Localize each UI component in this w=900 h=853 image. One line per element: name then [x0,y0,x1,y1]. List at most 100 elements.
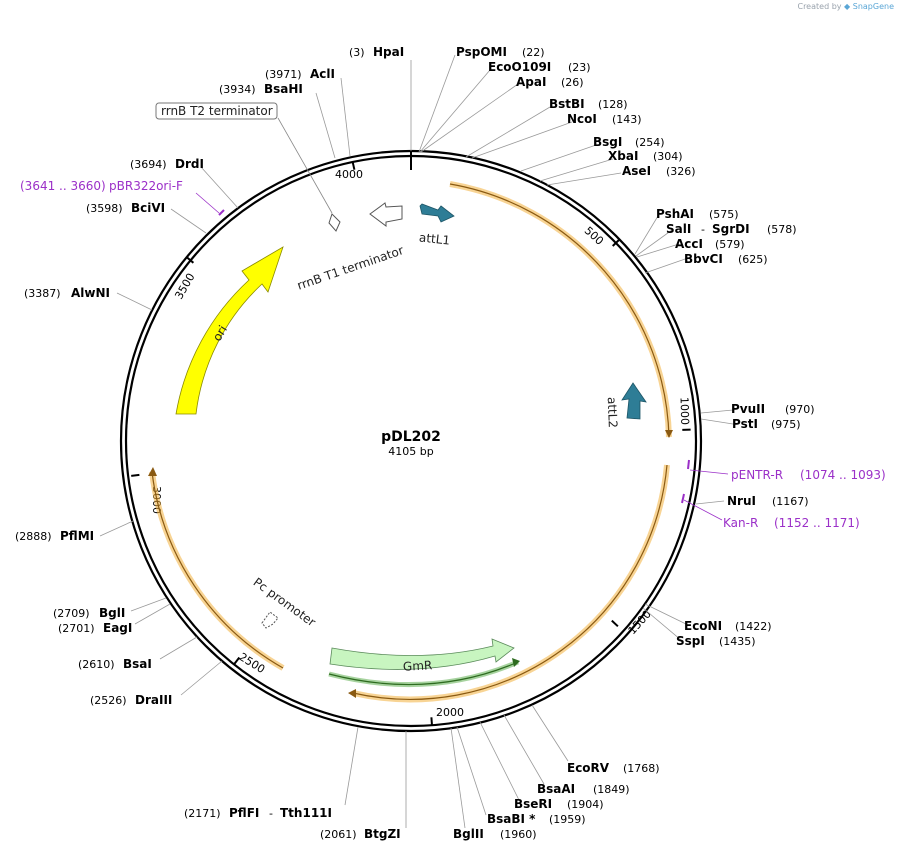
pspomi-name: PspOMI [456,45,507,59]
btgzi-pos: (2061) [320,828,357,841]
tick-label-3500: 3500 [172,271,197,302]
snapgene-logo-icon: ◆ [844,2,851,11]
alwni-name: AlwNI [71,286,110,300]
hpai-name: HpaI [373,45,404,59]
bseri-name: BseRI [514,797,552,811]
bseri-pos: (1904) [567,798,604,811]
bgli-name: BglI [99,606,125,620]
pentr-range: (1074 .. 1093) [800,468,886,482]
rrnb-t2-label: rrnB T2 terminator [161,104,273,118]
apai-name: ApaI [516,75,546,89]
bsabi-pos: (1959) [549,813,586,826]
bstbi-name: BstBI [549,97,585,111]
drdi-name: DrdI [175,157,204,171]
sgrdi-pos: (578) [767,223,797,236]
tth111i-name: Tth111I [280,806,332,820]
hpai-pos: (3) [349,46,365,59]
psti-name: PstI [732,417,758,431]
alwni-pos: (3387) [24,287,61,300]
kan-name: Kan-R [723,516,758,530]
bsai-name: BsaI [123,657,152,671]
rrnb-t2-leader [277,117,333,214]
pflfi-pos: (2171) [184,807,221,820]
sali-name: SalI [666,222,691,236]
asei-pos: (326) [666,165,696,178]
primer-pbr322-leader [195,192,220,214]
bbvci-name: BbvCI [684,252,723,266]
attl2-label: attL2 [605,397,620,429]
drai-pos: (2526) [90,694,127,707]
xbai-name: XbaI [608,149,638,163]
bcivi-pos: (3598) [86,202,123,215]
acli-pos: (3971) [265,68,302,81]
gmr-label: GmR [403,658,433,674]
bsgi-pos: (254) [635,136,665,149]
bsai-pos: (2610) [78,658,115,671]
asei-name: AseI [622,164,651,178]
ecorv-name: EcoRV [567,761,610,775]
pflfi-name: PflFI [229,806,259,820]
pvuii-name: PvuII [731,402,765,416]
tick-label-1000: 1000 [677,397,691,425]
bglii-pos: (1960) [500,828,537,841]
orf-arrowhead-left [148,467,157,476]
pflmi-pos: (2888) [15,530,52,543]
snapgene-credit: Created by ◆ SnapGene [797,2,894,11]
acci-pos: (579) [715,238,745,251]
tick-label-1500: 1500 [626,608,654,638]
credit-prefix: Created by [797,2,842,11]
enzyme-leaders [99,54,734,829]
bsahi-pos: (3934) [219,83,256,96]
nrui-pos: (1167) [772,495,809,508]
rrnb-t2-box [155,102,278,120]
primer-kan-tick [681,493,685,504]
bgli-pos: (2709) [53,607,90,620]
tick-label-500: 500 [582,224,606,248]
orf-arrowhead-bottom [348,689,356,698]
sspi-pos: (1435) [719,635,756,648]
orf-arrowhead-top [665,430,673,438]
tick-label-2000: 2000 [436,706,464,719]
attl2-feature [621,382,647,420]
primer-pentr-tick [687,459,690,470]
primer-kan-leader [683,499,723,521]
pspomi-pos: (22) [522,46,545,59]
bsahi-name: BsaHI [264,82,303,96]
psti-pos: (975) [771,418,801,431]
plasmid-length: 4105 bp [388,445,433,458]
rrnb-t2-feature [328,213,341,232]
pentr-name: pENTR-R [731,468,783,482]
bbvci-pos: (625) [738,253,768,266]
primer-pbr322-tick [218,209,225,216]
econi-pos: (1422) [735,620,772,633]
primer-pentr-leader [689,469,729,475]
sali-sep: - [701,223,705,236]
pbr322-name: pBR322ori-F [109,179,183,193]
bsgi-name: BsgI [593,135,622,149]
ncoi-pos: (143) [612,113,642,126]
kan-range: (1152 .. 1171) [774,516,860,530]
tick-marks [131,151,691,726]
bglii-name: BglII [453,827,484,841]
eagi-pos: (2701) [58,622,95,635]
drai-name: DraIII [135,693,172,707]
btgzi-name: BtgZI [364,827,401,841]
gmr-feature [329,638,515,670]
bcivi-name: BciVI [131,201,165,215]
pc-promoter-label: Pc promoter [251,575,319,629]
rrnb-t1-feature [369,202,403,227]
attl1-feature [419,203,455,223]
acci-name: AccI [675,237,703,251]
attl1-label: attL1 [418,230,450,247]
bstbi-pos: (128) [598,98,628,111]
xbai-pos: (304) [653,150,683,163]
ncoi-name: NcoI [567,112,597,126]
pbr322-range: (3641 .. 3660) [20,179,106,193]
bsaai-name: BsaAI [537,782,575,796]
bsaai-pos: (1849) [593,783,630,796]
pshai-pos: (575) [709,208,739,221]
pshai-name: PshAI [656,207,694,221]
tick-label-4000: 4000 [335,168,363,181]
ecorv-pos: (1768) [623,762,660,775]
